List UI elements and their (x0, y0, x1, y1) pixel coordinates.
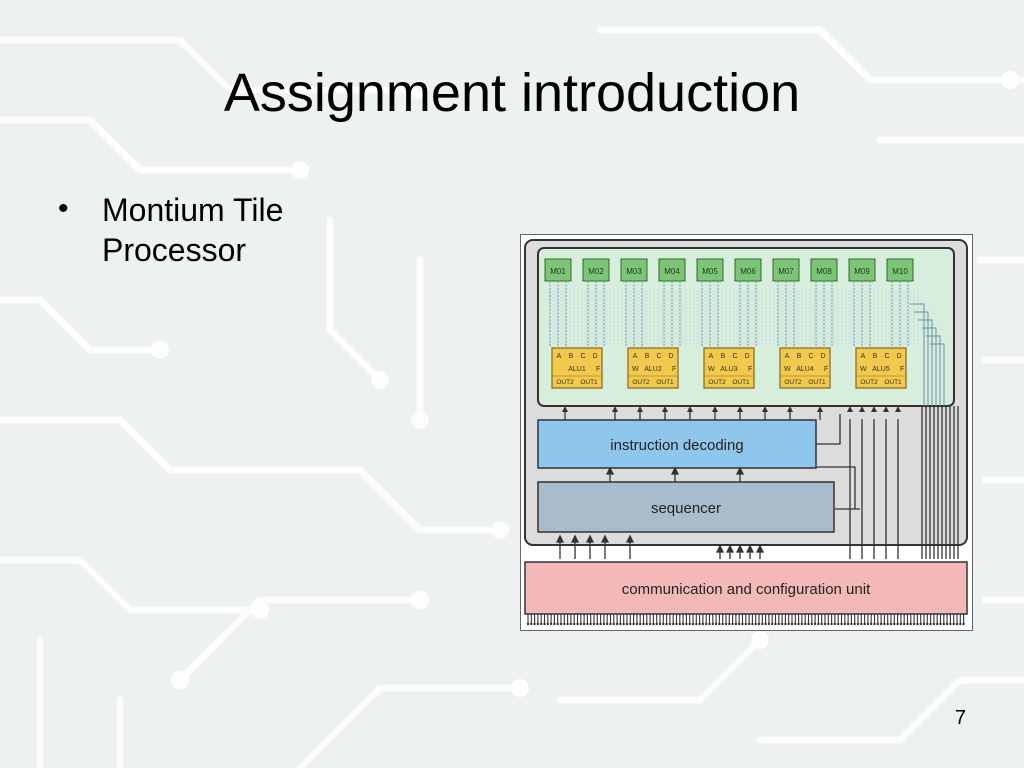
alu-alu1 (551, 347, 603, 389)
slide-title: Assignment introduction (223, 63, 801, 123)
alu-input-label: D (744, 353, 749, 360)
ccu-label: communication and configuration unit (622, 581, 871, 598)
alu-output-label: OUT2 (784, 379, 802, 386)
memory-label: M10 (892, 267, 908, 276)
alu-input-label: B (797, 353, 802, 360)
instruction-decoding-block (537, 419, 817, 469)
bullet-item: Montium Tile Processor (102, 192, 284, 268)
alu-input-label: D (896, 353, 901, 360)
memory-label: M05 (702, 267, 718, 276)
memory-label: M06 (740, 267, 756, 276)
alu-side-label: W (860, 366, 867, 373)
alu-input-label: B (645, 353, 650, 360)
alu-name-label: ALU1 (568, 366, 586, 373)
memory-label: M04 (664, 267, 680, 276)
memory-label: M03 (626, 267, 642, 276)
alu-input-label: C (808, 353, 813, 360)
ccu-pins (526, 614, 965, 626)
control-lines (816, 406, 959, 559)
alu-input-label: A (557, 353, 562, 360)
memory-label: M01 (550, 267, 566, 276)
alu-side-label: F (672, 366, 676, 373)
alu-input-label: C (580, 353, 585, 360)
memory-label: M02 (588, 267, 604, 276)
alu-input-label: A (633, 353, 638, 360)
sequencer-arrows (605, 466, 745, 482)
alu-input-label: D (668, 353, 673, 360)
alu-name-label: ALU3 (720, 366, 738, 373)
alu-side-label: F (900, 366, 904, 373)
ccu-arrows (555, 534, 765, 559)
alu-side-label: F (596, 366, 600, 373)
alu-alu4 (779, 347, 831, 389)
alu-side-label: W (632, 366, 639, 373)
alu-output-label: OUT2 (556, 379, 574, 386)
alu-input-label: A (861, 353, 866, 360)
alu-output-label: OUT2 (708, 379, 726, 386)
alu-alu2 (627, 347, 679, 389)
alu-output-label: OUT1 (656, 379, 674, 386)
alu-input-label: C (732, 353, 737, 360)
alu-input-label: B (721, 353, 726, 360)
alu-side-label: F (748, 366, 752, 373)
slide-number: 7 (954, 707, 966, 729)
alu-input-label: A (709, 353, 714, 360)
alu-input-label: A (785, 353, 790, 360)
alu-input-label: B (569, 353, 574, 360)
memory-row: M01 M02 M03 M04 M05 M06 M07 M08 M09 M10 (544, 258, 914, 282)
alu-input-label: B (873, 353, 878, 360)
alu-alu5 (855, 347, 907, 389)
bullet-dot: • (58, 192, 69, 225)
alu-side-label: W (784, 366, 791, 373)
sequencer-block (537, 481, 835, 533)
instruction-decoding-label: instruction decoding (610, 437, 743, 454)
alu-input-label: C (884, 353, 889, 360)
alu-name-label: ALU4 (796, 366, 814, 373)
alu-input-label: D (592, 353, 597, 360)
alu-output-label: OUT2 (860, 379, 878, 386)
decoder-arrowheads (562, 406, 901, 412)
alu-input-label: C (656, 353, 661, 360)
memory-label: M08 (816, 267, 832, 276)
sequencer-label: sequencer (651, 500, 721, 517)
memory-label: M07 (778, 267, 794, 276)
alu-output-label: OUT1 (732, 379, 750, 386)
alu-output-label: OUT2 (632, 379, 650, 386)
interconnect-buses (549, 281, 945, 406)
memory-label: M09 (854, 267, 870, 276)
alu-output-label: OUT1 (884, 379, 902, 386)
alu-name-label: ALU2 (644, 366, 662, 373)
alu-name-label: ALU5 (872, 366, 890, 373)
alu-input-label: D (820, 353, 825, 360)
alu-output-label: OUT1 (808, 379, 826, 386)
alu-side-label: F (824, 366, 828, 373)
alu-side-label: W (708, 366, 715, 373)
alu-alu3 (703, 347, 755, 389)
alu-output-label: OUT1 (580, 379, 598, 386)
